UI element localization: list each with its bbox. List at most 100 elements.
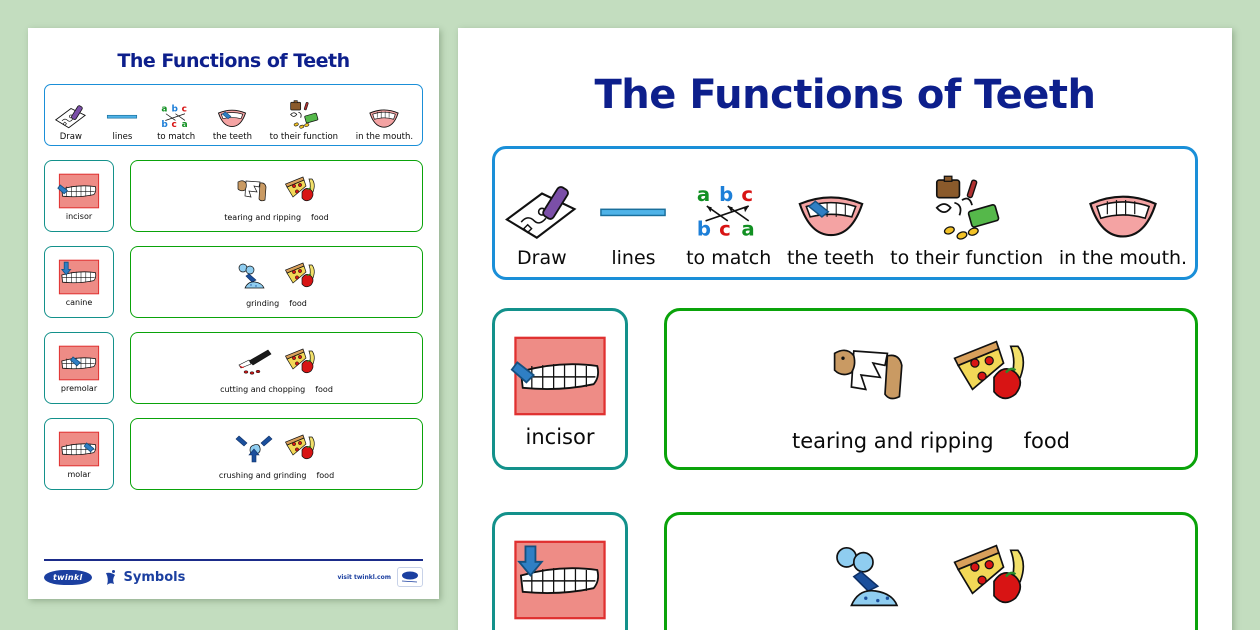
function-card-labels: tearing and ripping food [792,421,1070,453]
abc-matching-icon: a b c b c a [692,167,766,243]
teeth-canine-icon [58,259,100,295]
function-object-label: food [1023,429,1070,453]
instruction-cell: the teeth [213,98,252,145]
tooth-card-label: incisor [65,212,93,221]
instruction-word: Draw [517,247,567,269]
teeth-column-right: incisor canine [492,308,628,630]
food-pizza-icon [953,340,1025,400]
instruction-box-left: Draw lines a b [44,84,423,146]
instruction-word: lines [611,247,656,269]
open-mouth-icon [1083,167,1163,243]
tooth-card[interactable]: molar [44,418,114,490]
function-icon-row [234,172,320,210]
tooth-card-label: molar [67,470,91,479]
crushing-icon [235,435,272,463]
instruction-word: to match [686,247,772,269]
instruction-word: in the mouth. [355,132,414,142]
teeth-canine-icon [514,540,606,620]
instruction-cell: in the mouth. [356,98,413,145]
instruction-cell: to their function [270,98,338,145]
svg-text:b: b [172,105,178,115]
instruction-cells-left: Draw lines a b [45,98,422,145]
function-action-label: tearing and ripping [224,213,302,222]
svg-text:b: b [697,218,711,241]
instruction-cell: a b c b c a to match [157,98,195,145]
instruction-word: lines [112,132,133,142]
twinkl-corner-badge [397,567,423,587]
instruction-cell: lines [105,98,139,145]
function-card[interactable]: tearing and ripping food [664,308,1198,470]
teeth-incisor-icon [510,336,606,416]
tooth-card[interactable]: premolar [44,332,114,404]
knife-chopping-icon [238,349,271,375]
instruction-word: the teeth [212,132,252,142]
function-action-label: cutting and chopping [220,385,306,394]
grinding-icon [238,263,265,289]
svg-text:c: c [741,183,753,206]
function-card[interactable]: crushing and grinding food [130,418,423,490]
tooth-card[interactable]: incisor [44,160,114,232]
instruction-cell: Draw [54,98,88,145]
instruction-word: Draw [59,132,82,142]
instruction-cell: lines [596,167,670,277]
tooth-card-label: canine [65,298,93,307]
mouth-teeth-arrow-icon [792,167,870,243]
svg-text:a: a [182,120,188,130]
function-card[interactable]: cutting and chopping food [130,332,423,404]
tooth-card[interactable]: canine [492,512,628,630]
function-card[interactable]: tearing and ripping food [130,160,423,232]
instruction-cell: in the mouth. [1059,167,1187,277]
page-title-right: The Functions of Teeth [594,72,1096,118]
instruction-cell: a b c b c a [686,167,771,277]
matching-grid-left: incisor canine [44,160,423,490]
function-action-label: grinding [246,299,280,308]
matching-grid-right: incisor canine [492,308,1198,630]
twinkl-logo: twinkl [44,569,92,585]
instruction-word: to their function [890,247,1044,269]
function-icon-row [825,533,1037,625]
tooth-card-label: incisor [525,425,595,449]
function-tools-icon [929,167,1005,243]
page-title-left: The Functions of Teeth [117,50,350,72]
function-card[interactable]: grinding food [664,512,1198,630]
function-card-labels: grinding food [849,625,1012,630]
tooth-card[interactable]: canine [44,246,114,318]
visit-link[interactable]: visit twinkl.com [337,573,391,581]
instruction-word: the teeth [786,247,875,269]
function-action-label: tearing and ripping [791,429,994,453]
svg-text:c: c [172,120,177,130]
instruction-word: to their function [269,132,339,142]
function-card[interactable]: grinding food [130,246,423,318]
abc-matching-icon: a b c b c a [159,98,193,131]
food-pizza-icon [284,176,315,202]
line-icon [105,98,139,130]
svg-text:b: b [162,120,168,130]
instruction-box-right: Draw lines a b [492,146,1198,280]
svg-text:a: a [162,105,168,115]
function-icon-row [234,344,320,382]
svg-text:b: b [719,183,733,206]
instruction-cell: Draw [503,167,581,277]
worksheet-page-right[interactable]: The Functions of Teeth Draw [458,28,1232,630]
svg-text:a: a [697,183,710,206]
symbols-label: Symbols [123,569,186,585]
instruction-cell: the teeth [786,167,875,277]
function-card-labels: grinding food [246,296,307,308]
worksheet-page-left[interactable]: The Functions of Teeth Draw [28,28,439,599]
function-card-labels: tearing and ripping food [224,210,328,222]
pencil-drawing-icon [503,167,581,243]
page-footer: twinkl Symbols visit twinkl.com [44,559,423,587]
function-icon-row [234,430,320,468]
tooth-card[interactable]: incisor [492,308,628,470]
food-pizza-icon [284,434,315,460]
svg-text:a: a [741,218,754,241]
instruction-cells-right: Draw lines a b [495,167,1195,277]
function-object-label: food [316,471,335,480]
function-action-label: crushing and grinding [218,471,307,480]
teeth-incisor-icon [57,173,100,209]
teeth-premolar-icon [58,345,100,381]
instruction-cell: to their function [890,167,1043,277]
functions-column-right: tearing and ripping food [664,308,1198,630]
function-object-label: food [289,299,307,308]
svg-text:c: c [719,218,731,241]
